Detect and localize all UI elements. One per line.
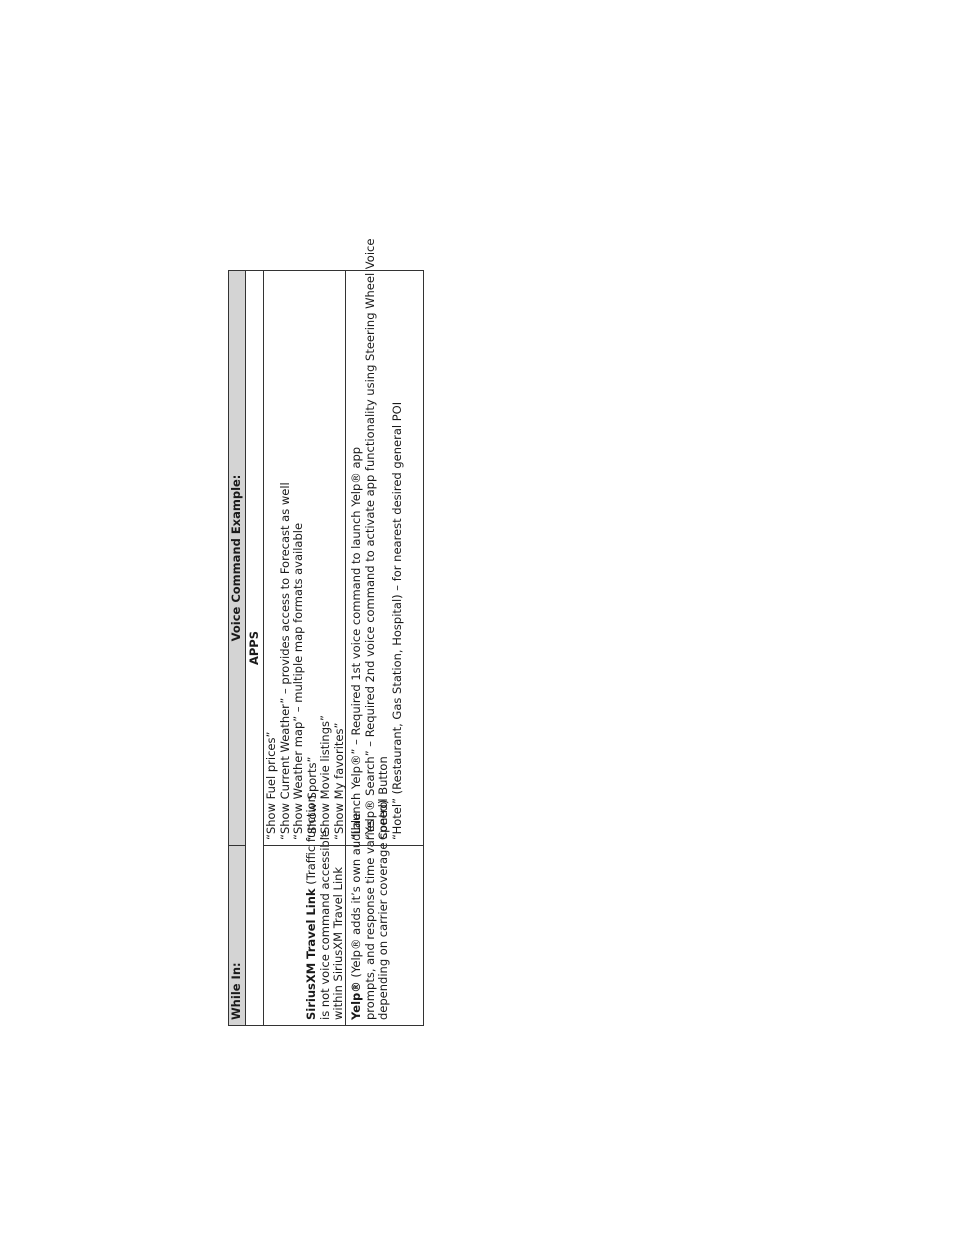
header-voice-command-example: Voice Command Example: bbox=[229, 474, 243, 642]
command-line: “Show Movie listings” bbox=[318, 715, 332, 840]
command-line: “Show Fuel prices” bbox=[264, 731, 278, 840]
feature-line: is not voice command accessible bbox=[317, 830, 332, 1020]
command-line: “Show My favorites” bbox=[331, 722, 346, 840]
table-header-row: While In: Voice Command Example: bbox=[228, 270, 246, 1026]
command-cell: “Show Fuel prices” “Show Current Weather… bbox=[264, 274, 346, 840]
section-title-apps: APPS bbox=[247, 630, 261, 666]
command-line: “Launch Yelp®” – Required 1st voice comm… bbox=[349, 446, 363, 840]
column-divider bbox=[264, 845, 424, 846]
feature-name: SiriusXM Travel Link bbox=[304, 888, 318, 1020]
feature-line: depending on carrier coverage speed) bbox=[376, 799, 390, 1020]
command-cell: “Launch Yelp®” – Required 1st voice comm… bbox=[349, 238, 404, 840]
feature-name: Yelp® bbox=[349, 981, 363, 1020]
table-row: SiriusXM Travel Link (Traffic function i… bbox=[264, 270, 346, 1026]
command-line: “Yelp® Search” – Required 2nd voice comm… bbox=[362, 238, 377, 840]
command-line: “Hotel” (Restaurant, Gas Station, Hospit… bbox=[389, 401, 404, 840]
command-line: “Show Current Weather” – provides access… bbox=[277, 482, 292, 840]
command-line: Control Button bbox=[376, 756, 390, 840]
feature-line: within SiriusXM Travel Link bbox=[331, 866, 345, 1020]
feature-cell: SiriusXM Travel Link (Traffic function i… bbox=[304, 795, 346, 1020]
rotated-page-content: While In: Voice Command Example: APPS Si… bbox=[228, 238, 424, 1026]
column-divider bbox=[228, 845, 246, 846]
command-line: “Show Sports” bbox=[304, 756, 319, 840]
command-line: “Show Weather map” – multiple map format… bbox=[291, 522, 305, 840]
feature-line: prompts, and response time varies bbox=[362, 819, 377, 1020]
feature-first-line: Yelp® (Yelp® adds it’s own audible bbox=[349, 813, 364, 1020]
feature-cell: Yelp® (Yelp® adds it’s own audible promp… bbox=[349, 799, 391, 1020]
table-row: Yelp® (Yelp® adds it’s own audible promp… bbox=[346, 238, 424, 1026]
section-row: APPS bbox=[246, 270, 264, 1026]
feature-first-line: SiriusXM Travel Link (Traffic function bbox=[304, 795, 319, 1020]
voice-command-table: While In: Voice Command Example: APPS Si… bbox=[228, 238, 424, 1026]
header-while-in: While In: bbox=[229, 962, 243, 1020]
